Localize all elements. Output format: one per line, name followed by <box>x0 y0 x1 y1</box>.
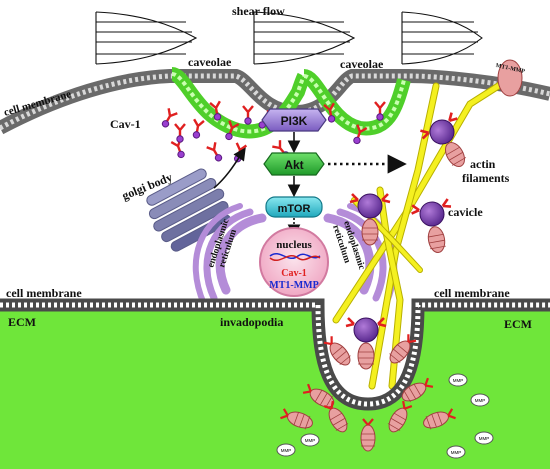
cav1-marker <box>170 138 185 159</box>
cav1-label: Cav-1 <box>110 117 141 131</box>
mmp-tag: MMP <box>453 378 464 383</box>
cavicle-label: cavicle <box>448 205 483 219</box>
mmp-enzyme <box>323 400 349 433</box>
mmp-enzyme <box>360 418 376 452</box>
mmp-enzyme <box>423 408 456 430</box>
mmp-enzyme <box>401 377 434 403</box>
actin-label-line1: actin <box>470 157 496 171</box>
lower-cell-membrane <box>0 298 550 411</box>
cavicle <box>411 198 452 253</box>
ecm-right-label: ECM <box>504 317 532 331</box>
cavicle <box>420 112 467 167</box>
nucleus-label: nucleus <box>276 239 312 251</box>
endoplasmic-reticulum-left <box>192 203 267 307</box>
cell-membrane-left-label: cell membrane <box>6 286 82 300</box>
cavicle <box>345 317 387 370</box>
free-mmp: MMP <box>276 443 296 457</box>
pi3k-label: PI3K <box>281 114 308 128</box>
cavicles <box>345 112 467 370</box>
nucleus-mt1-label: MT1-MMP <box>269 280 318 291</box>
cav1-marker <box>353 124 368 145</box>
nucleus: nucleus Cav-1 MT1-MMP <box>259 227 329 297</box>
cav1-marker <box>192 118 205 139</box>
caveolae-right <box>301 69 411 136</box>
mmp-tag: MMP <box>281 448 292 453</box>
cav1-marker <box>209 100 222 121</box>
mmp-tag: MMP <box>479 436 490 441</box>
golgi-body <box>146 168 232 252</box>
free-mmp: MMP <box>300 433 320 447</box>
invadopodia-label: invadopodia <box>220 315 283 329</box>
caveolae-left-label: caveolae <box>188 55 232 69</box>
nucleus-cav1-label: Cav-1 <box>281 268 307 279</box>
mtor-label: mTOR <box>278 203 311 215</box>
cav1-marker <box>323 102 336 123</box>
cav1-marker <box>161 108 178 128</box>
free-mmp: MMP <box>474 431 494 445</box>
caveolae-left <box>170 67 311 139</box>
free-mmp: MMP <box>446 445 466 459</box>
mmp-tag: MMP <box>451 450 462 455</box>
mtor-node: mTOR <box>265 196 323 218</box>
ecm-region <box>0 305 550 469</box>
mmp-enzyme <box>389 334 417 364</box>
cav1-marker <box>242 105 254 125</box>
mmp-cluster: MMP MMP MMP MMP MMP MMP <box>276 334 494 459</box>
actin-filaments <box>332 72 518 390</box>
shear-flow-label: shear flow <box>232 4 285 18</box>
mmp-enzyme <box>387 400 413 433</box>
mmp-tag: MMP <box>305 438 316 443</box>
cav1-marker <box>174 123 186 143</box>
free-mmp: MMP <box>470 393 490 407</box>
shear-flow-arrows <box>95 11 483 65</box>
akt-label: Akt <box>284 158 303 172</box>
mmp-enzyme <box>280 408 313 430</box>
cav1-marker <box>206 142 223 162</box>
cav1-marker <box>374 101 386 121</box>
golgi-transport-arrow <box>213 147 246 189</box>
ecm-left-label: ECM <box>8 315 36 329</box>
cav1-marker <box>233 142 248 163</box>
mmp-enzyme <box>323 336 351 366</box>
cav1-marker <box>225 120 240 141</box>
caveolae-right-label: caveolae <box>340 57 384 71</box>
pi3k-node: PI3K <box>261 108 327 132</box>
free-mmp: MMP <box>448 373 468 387</box>
cavicle <box>349 193 391 246</box>
akt-node: Akt <box>263 152 325 176</box>
cell-membrane-right-label: cell membrane <box>434 286 510 300</box>
mt1-mmp-top: MT1-MMP <box>495 59 526 97</box>
mmp-tag: MMP <box>475 398 486 403</box>
actin-label-line2: filaments <box>462 171 510 185</box>
